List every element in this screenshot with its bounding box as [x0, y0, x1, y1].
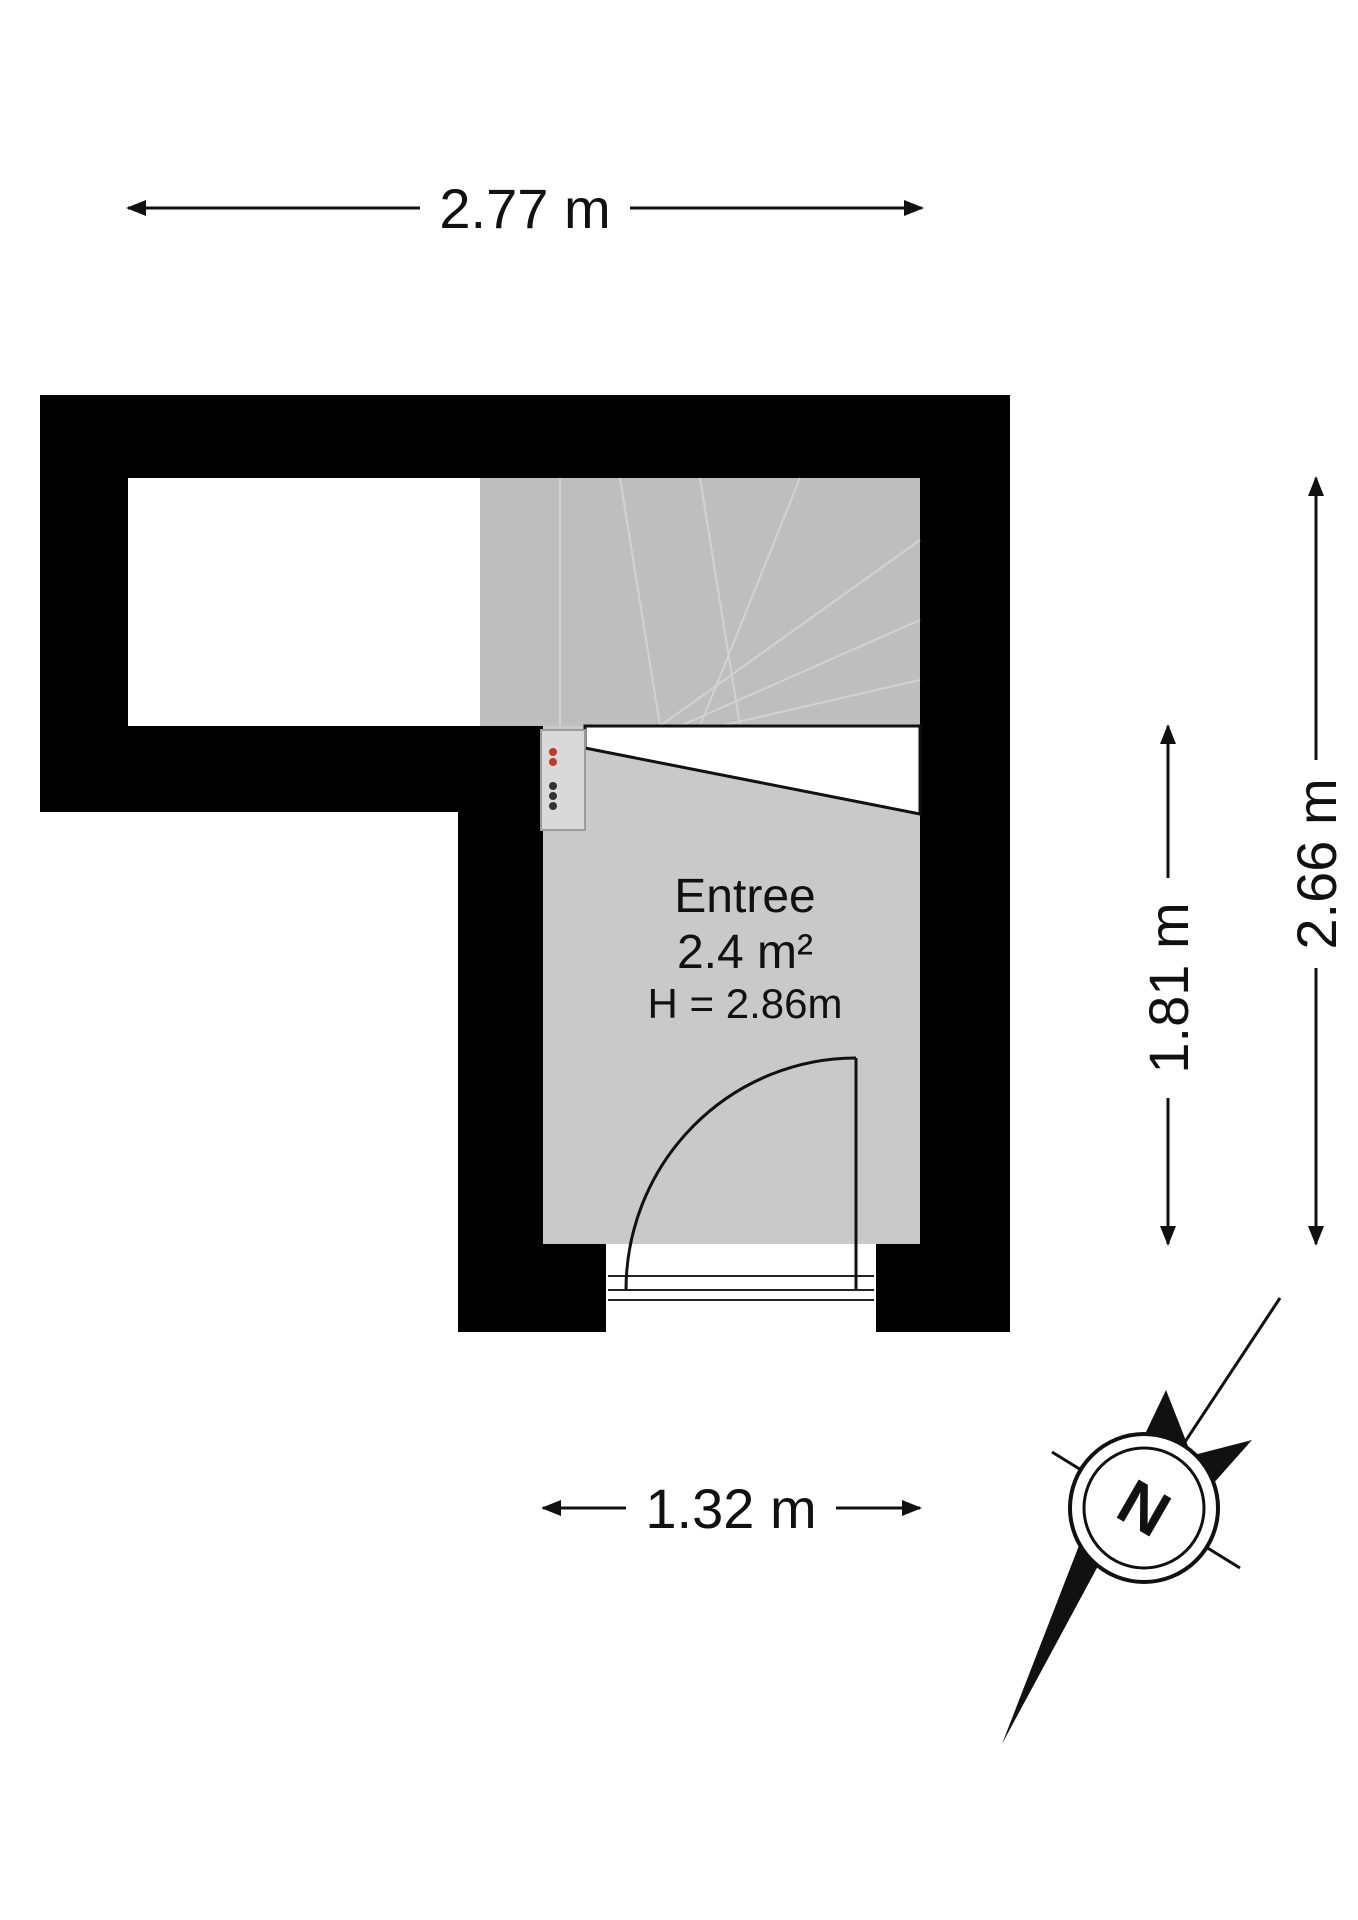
dimension-top-label: 2.77 m — [439, 177, 610, 240]
dimension-top: 2.77 m — [126, 177, 924, 240]
dimension-bottom: 1.32 m — [541, 1477, 922, 1540]
stairs — [480, 477, 921, 727]
threshold — [608, 1275, 874, 1301]
room-name: Entree — [674, 870, 815, 923]
dimension-inner-height: 1.81 m — [1137, 724, 1200, 1246]
void-area — [128, 478, 480, 726]
room-height: H = 2.86m — [648, 980, 843, 1027]
meter-cabinet — [540, 729, 586, 831]
dimension-inner-height-label: 1.81 m — [1137, 902, 1200, 1073]
dimension-outer-height-label: 2.66 m — [1285, 778, 1348, 949]
compass: N — [1002, 1297, 1282, 1744]
dimension-outer-height: 2.66 m — [1285, 476, 1348, 1246]
door-swing — [624, 1056, 858, 1291]
room-area: 2.4 m² — [677, 926, 813, 979]
dimension-bottom-label: 1.32 m — [645, 1477, 816, 1540]
